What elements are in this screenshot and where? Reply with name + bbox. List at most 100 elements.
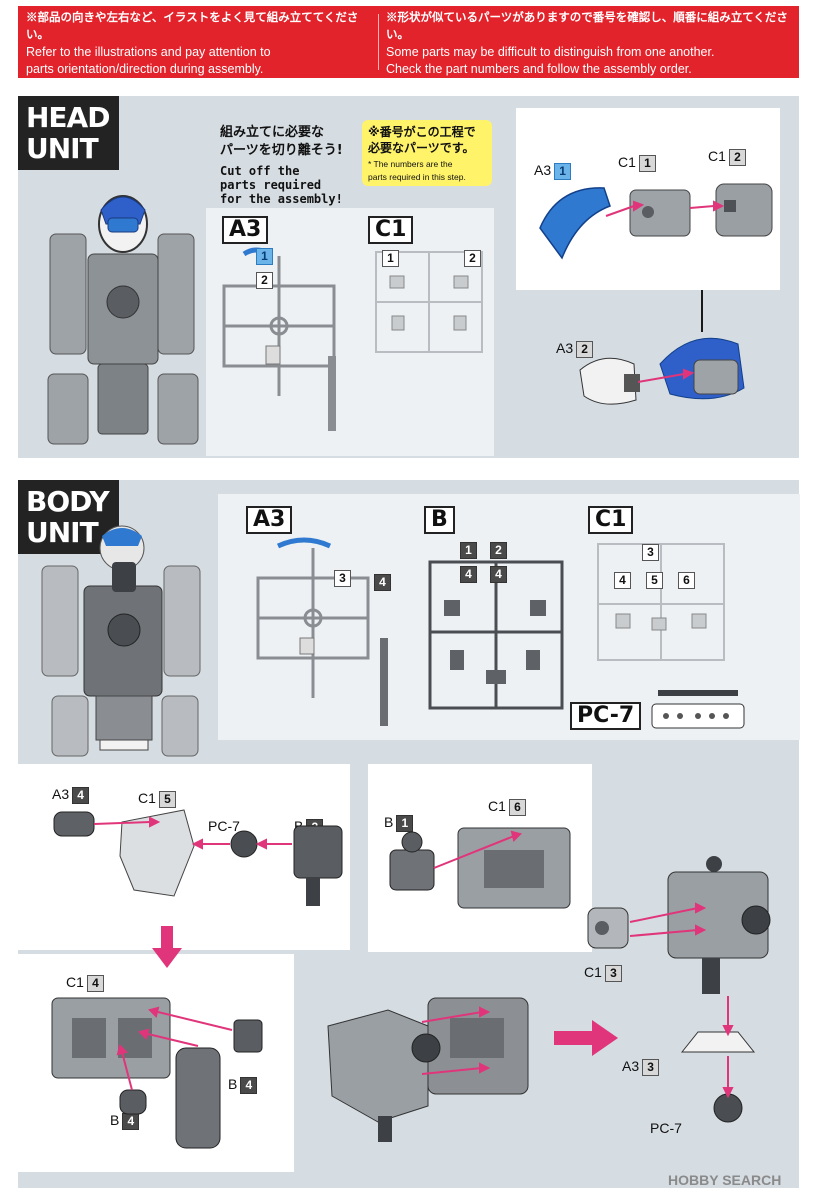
s2-b-num: 1 [396, 815, 414, 832]
s3-b4a-num: 4 [240, 1077, 258, 1094]
pc7-runner-illustration [651, 690, 745, 729]
s4-a3-code: A3 [622, 1058, 640, 1074]
s3-c1-code: C1 [66, 974, 84, 990]
body-step4-assembly-illustration [327, 997, 529, 1142]
s2-b-code: B [384, 814, 394, 830]
body-b-part-4a-number: 4 [460, 566, 477, 583]
head-title-line-1: HEAD [26, 101, 110, 134]
notice-banner: ※部品の向きや左右など、イラストをよく見て組み立ててください。 Refer to… [18, 6, 799, 78]
s2-c1-code: C1 [488, 798, 506, 814]
s4-a3-num: 3 [642, 1059, 660, 1076]
body-runner-c1-label: C1 [588, 506, 634, 534]
note-jp-2: 必要なパーツです。 [368, 141, 475, 155]
runner-c1-frame-illustration [375, 251, 483, 353]
head-cut-jp: 組み立てに必要な パーツを切り離そう! [220, 124, 343, 160]
body-runner-b-label: B [424, 506, 455, 534]
body-final-assembly-illustration [587, 856, 771, 1123]
body-reference-robot-illustration [41, 525, 201, 757]
body-runner-b-frame-illustration [428, 560, 564, 710]
s4-pc7-label: PC-7 [650, 1120, 682, 1136]
head-step-connector-line [701, 290, 703, 332]
step-a3-1-num: 1 [554, 163, 572, 180]
notice-left-en-2: parts orientation/direction during assem… [26, 62, 264, 76]
body-b-part-2-number: 2 [490, 542, 507, 559]
body-runner-pc7-label: PC-7 [570, 702, 642, 730]
head-unit-section: HEAD UNIT 組み立てに必要な パーツを切り離そう! Cut off th… [18, 96, 799, 458]
notice-right-en-1: Some parts may be difficult to distingui… [386, 45, 715, 59]
hobby-search-watermark: HOBBY SEARCH [668, 1172, 782, 1188]
body-runner-a3-label: A3 [246, 506, 293, 534]
head-cut-jp-2: パーツを切り離そう! [220, 143, 343, 158]
notice-left-en-1: Refer to the illustrations and pay atten… [26, 45, 271, 59]
s4-c1-code: C1 [584, 964, 602, 980]
body-runner-c1-frame-illustration [597, 543, 725, 661]
s3-c1-num: 4 [86, 975, 104, 992]
head-step-parts-illustration [539, 183, 773, 260]
s3-b4b-code: B [110, 1112, 120, 1128]
step1-to-step3-down-arrow [152, 926, 182, 968]
step-c1-2-code: C1 [708, 148, 726, 164]
body-step3-parts-illustration [51, 997, 263, 1149]
body-runner-a3-frame-illustration [256, 537, 388, 726]
runner-a3-frame-illustration [222, 247, 336, 431]
body-a3-part-3-number: 3 [334, 570, 351, 587]
step-a3-2-code: A3 [556, 340, 574, 356]
head-reference-robot-illustration [47, 195, 199, 445]
head-cut-jp-1: 組み立てに必要な [220, 125, 325, 140]
notice-right-jp: ※形状が似ているパーツがありますので番号を確認し、順番に組み立てください。 [386, 12, 788, 41]
s2-c1-num: 6 [508, 799, 526, 816]
note-jp-1: ※番号がこの工程で [368, 125, 476, 139]
a3-part-1-number: 1 [256, 248, 273, 265]
head-cut-en-1: Cut off the [220, 164, 300, 178]
body-step1-parts-illustration [53, 809, 343, 906]
s1-a3-code: A3 [52, 786, 70, 802]
body-unit-section: BODY UNIT A3 B C1 3 4 [18, 480, 800, 1188]
notice-right: ※形状が似ているパーツがありますので番号を確認し、順番に組み立てください。 So… [386, 10, 796, 78]
notice-left-jp: ※部品の向きや左右など、イラストをよく見て組み立ててください。 [26, 12, 359, 41]
head-unit-title: HEAD UNIT [18, 96, 120, 170]
notice-left: ※部品の向きや左右など、イラストをよく見て組み立ててください。 Refer to… [26, 10, 371, 78]
s1-pc7-label: PC-7 [208, 818, 240, 834]
step-c1-1-num: 1 [638, 155, 656, 172]
note-en-1: * The numbers are the [368, 159, 453, 169]
notice-divider [378, 14, 379, 70]
step-c1-2-num: 2 [728, 149, 746, 166]
body-title-line-2: UNIT [26, 516, 99, 549]
body-b-part-1-number: 1 [460, 542, 477, 559]
s1-c1-code: C1 [138, 790, 156, 806]
body-b-part-4b-number: 4 [490, 566, 507, 583]
s3-b4a-code: B [228, 1076, 238, 1092]
s1-a3-num: 4 [72, 787, 90, 804]
step-c1-1-code: C1 [618, 154, 636, 170]
body-step2-parts-illustration [389, 827, 571, 909]
body-title-line-1: BODY [26, 485, 110, 518]
head-final-assembly-illustration [579, 337, 745, 405]
a3-part-2-number: 2 [256, 272, 273, 289]
step-a3-1-code: A3 [534, 162, 552, 178]
runner-a3-label: A3 [222, 216, 269, 244]
body-a3-part-4-number: 4 [374, 574, 391, 591]
head-cut-en: Cut off the parts required for the assem… [220, 164, 343, 206]
s4-c1-num: 3 [604, 965, 622, 982]
s1-c1-num: 5 [158, 791, 176, 808]
body-c1-part-3-number: 3 [642, 544, 659, 561]
runner-c1-label: C1 [368, 216, 414, 244]
body-c1-part-5-number: 5 [646, 572, 663, 589]
step-a3-2-num: 2 [576, 341, 594, 358]
note-en-2: parts required in this step. [368, 172, 466, 182]
c1-part-2-number: 2 [464, 250, 481, 267]
head-cut-en-3: for the assembly! [220, 192, 343, 206]
notice-right-en-2: Check the part numbers and follow the as… [386, 62, 692, 76]
step-progress-right-arrow [554, 1020, 618, 1056]
